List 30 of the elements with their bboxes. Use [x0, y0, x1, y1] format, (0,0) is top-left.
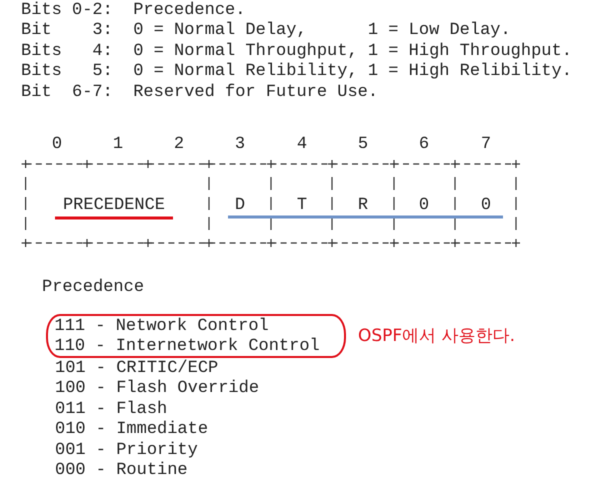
list-item: 111 - Network Control	[54, 316, 269, 336]
list-item: 100 - Flash Override	[55, 379, 260, 399]
bit-number: 7	[480, 135, 492, 155]
list-item: 110 - Internetwork Control	[54, 336, 320, 356]
bit-number: 0	[52, 135, 62, 155]
description-line: Bits 0-2: Precedence.	[21, 1, 246, 21]
field-label: PRECEDENCE	[62, 196, 166, 216]
field-label: R	[358, 196, 368, 216]
description-line: Bit 3: 0 = Normal Delay, 1 = Low Delay.	[21, 21, 511, 41]
list-item: 101 - CRITIC/ECP	[55, 359, 218, 379]
section-heading: Precedence	[42, 278, 144, 298]
field-label: D	[234, 196, 246, 216]
description-line: Bits 4: 0 = Normal Throughput, 1 = High Throughput.	[21, 42, 572, 62]
list-item: 011 - Flash	[55, 400, 168, 420]
highlight-outline	[46, 314, 346, 358]
field-label: 0	[480, 196, 492, 216]
bit-number: 4	[296, 135, 308, 155]
bit-number: 5	[358, 135, 368, 155]
bit-number: 6	[418, 135, 430, 155]
list-item: 000 - Routine	[55, 461, 188, 481]
annotation: OSPF에서 사용한다.	[358, 326, 516, 346]
description-line: Bit 6-7: Reserved for Future Use.	[21, 83, 378, 103]
list-item: 010 - Immediate	[55, 420, 208, 440]
field-label: 0	[418, 196, 430, 216]
description-line: Bits 5: 0 = Normal Relibility, 1 = High Relibility.	[21, 62, 572, 82]
field-label: T	[296, 196, 308, 216]
bit-number: 2	[174, 135, 184, 155]
bit-number: 3	[234, 135, 246, 155]
bit-number: 1	[112, 135, 124, 155]
list-item: 001 - Priority	[55, 441, 198, 461]
